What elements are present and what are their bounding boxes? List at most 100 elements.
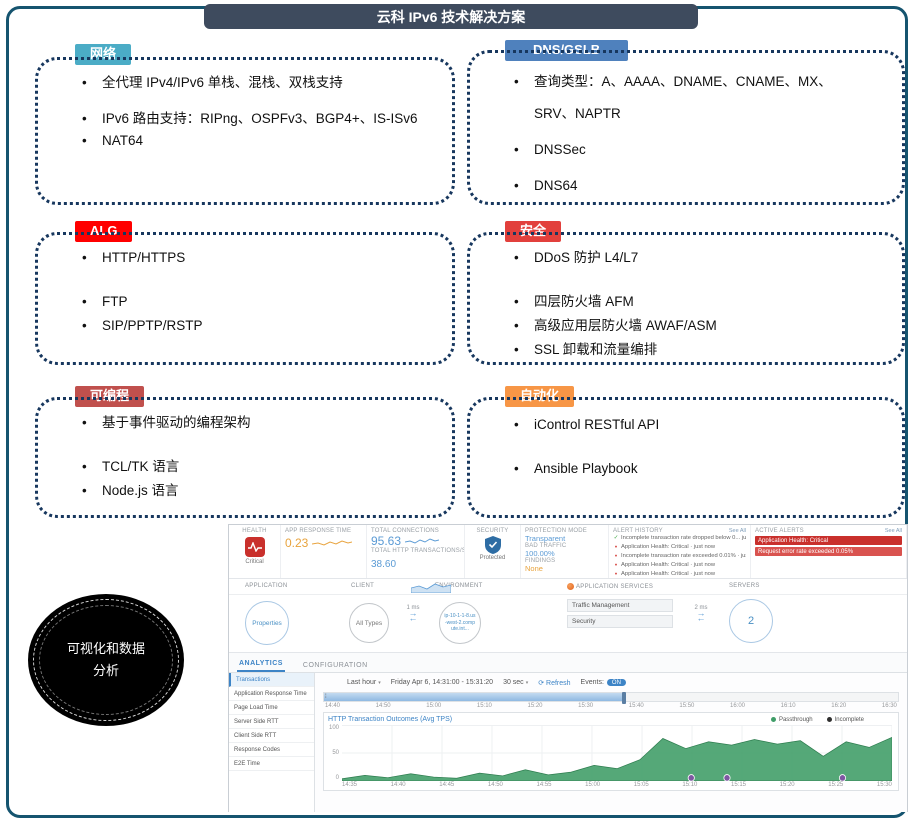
tps-area-chart <box>342 725 892 781</box>
connections-sparkline <box>405 538 440 544</box>
feature-box-network: •全代理 IPv4/IPv6 单栈、混栈、双栈支持 •IPv6 路由支持：RIP… <box>35 57 455 205</box>
bullet-icon: • <box>514 294 519 309</box>
active-alert-banner: Application Health: Critical <box>755 536 902 545</box>
service-row-traffic-management[interactable]: Traffic Management <box>567 599 673 612</box>
alert-history-item: ●Application Health: Critical · just now <box>614 561 716 568</box>
shield-icon <box>484 536 501 554</box>
chart-legend: Passthrough Incomplete <box>770 717 864 723</box>
events-control: Events:ON <box>581 679 626 686</box>
event-markers[interactable] <box>687 774 847 781</box>
scrubber-left-grip[interactable]: ⁞ <box>325 694 327 700</box>
service-row-security[interactable]: Security <box>567 615 673 628</box>
feature-item: •iControl RESTful API <box>512 415 886 435</box>
see-all-link[interactable]: See All <box>728 528 746 534</box>
tps-chart-panel: HTTP Transaction Outcomes (Avg TPS) Pass… <box>323 712 899 791</box>
legend-passthrough[interactable]: Passthrough <box>770 717 813 723</box>
feature-item: •基于事件驱动的编程架构 <box>80 413 436 433</box>
feature-item: •DNS64 <box>512 170 862 202</box>
time-range-select[interactable]: Last hour▾ <box>347 679 381 686</box>
timeline-scrubber[interactable]: ⁞ <box>323 692 899 704</box>
feature-box-automation: •iControl RESTful API •Ansible Playbook <box>467 397 905 518</box>
analytics-content: Last hour▾ Friday Apr 6, 14:31:00 - 15:3… <box>315 673 907 812</box>
active-alerts: ACTIVE ALERTS See All Application Health… <box>751 525 907 578</box>
feature-item: •FTP <box>80 292 436 312</box>
connections-value: 95.63 <box>371 534 402 548</box>
feature-item: •Node.js 语言 <box>80 481 436 501</box>
chevron-down-icon: ▾ <box>378 680 381 686</box>
check-icon: ✓ <box>613 535 619 541</box>
latency-label: 2 ms <box>694 605 708 611</box>
alert-history-item: ✓Incomplete transaction rate dropped bel… <box>613 535 746 541</box>
feature-item: •SSL 卸载和流量编排 <box>512 340 886 360</box>
tab-configuration[interactable]: CONFIGURATION <box>302 662 368 669</box>
feature-item: •IPv6 路由支持：RIPng、OSPFv3、BGP4+、IS-ISv6 <box>80 109 436 129</box>
scrubber-selected-range <box>324 693 623 701</box>
protection-metric: PROTECTION MODE Transparent BAD TRAFFIC … <box>521 525 609 578</box>
interval-select[interactable]: 30 sec▾ <box>503 679 529 686</box>
sidebar-item-client-side-rtt[interactable]: Client Side RTT <box>229 729 314 743</box>
see-all-link[interactable]: See All <box>884 528 902 534</box>
alert-dot-icon: ● <box>614 570 618 576</box>
bullet-icon: • <box>82 459 87 474</box>
security-metric: SECURITY Protected <box>465 525 521 578</box>
visualization-ellipse: 可视化和数据分析 <box>28 594 184 726</box>
dashboard-tabs: ANALYTICS CONFIGURATION <box>229 653 907 673</box>
scrubber-handle[interactable] <box>622 692 627 704</box>
health-status: Critical <box>245 559 264 565</box>
passthrough-area <box>342 736 892 781</box>
page-title: 云科 IPv6 技术解决方案 <box>204 4 698 29</box>
bullet-icon: • <box>514 461 519 476</box>
application-column-label: APPLICATION <box>245 583 288 589</box>
bullet-icon: • <box>82 75 87 90</box>
environment-sparkline <box>411 583 451 593</box>
feature-item: •NAT64 <box>80 131 436 151</box>
feature-item: •TCL/TK 语言 <box>80 457 436 477</box>
http-transactions-value: 38.60 <box>371 559 397 570</box>
date-range-label: Friday Apr 6, 14:31:00 - 15:31:20 <box>390 679 494 686</box>
servers-node[interactable]: 2 <box>729 599 773 643</box>
incomplete-legend-dot <box>826 717 832 722</box>
ellipse-label: 可视化和数据分析 <box>66 640 145 678</box>
active-alert-banner: Request error rate exceeded 0.05% <box>755 547 902 556</box>
feature-box-programmable: •基于事件驱动的编程架构 •TCL/TK 语言 •Node.js 语言 <box>35 397 455 518</box>
bad-traffic-value: 100.00% <box>525 549 555 558</box>
refresh-button[interactable]: ⟳ Refresh <box>538 679 571 687</box>
alert-history-item: ●Application Health: Critical · just now <box>614 570 716 577</box>
events-toggle[interactable]: ON <box>606 679 626 686</box>
arrow-left-icon: ← <box>696 613 706 623</box>
feature-item: •查询类型：A、AAAA、DNAME、CNAME、MX、SRV、NAPTR <box>512 66 862 130</box>
alert-dot-icon: ● <box>614 543 618 549</box>
alert-history-item: ●Incomplete transaction rate exceeded 0.… <box>614 552 746 559</box>
services-servers-link: 2 ms → ← <box>679 605 723 623</box>
bullet-icon: • <box>514 142 519 157</box>
sidebar-item-response-codes[interactable]: Response Codes <box>229 743 314 757</box>
chart-title: HTTP Transaction Outcomes (Avg TPS) <box>328 716 453 723</box>
alert-dot-icon: ● <box>614 561 618 567</box>
bullet-icon: • <box>514 178 519 193</box>
f5-icon <box>567 583 574 590</box>
arrow-right-icon: → <box>696 608 706 618</box>
tab-analytics[interactable]: ANALYTICS <box>237 657 285 672</box>
arrow-right-icon: → <box>408 608 418 618</box>
client-env-link: 1 ms → ← <box>391 605 435 623</box>
sidebar-item-e2e-time[interactable]: E2E Time <box>229 757 314 771</box>
sidebar-item-transactions[interactable]: Transactions <box>229 673 314 687</box>
feature-box-alg: •HTTP/HTTPS •FTP •SIP/PPTP/RSTP <box>35 232 455 365</box>
bullet-icon: • <box>514 318 519 333</box>
feature-item: •高级应用层防火墙 AWAF/ASM <box>512 316 886 336</box>
app-response-time-metric: APP RESPONSE TIME 0.23 <box>281 525 367 578</box>
application-properties-node[interactable]: Properties <box>245 601 289 645</box>
security-status: Protected <box>479 555 506 561</box>
client-node[interactable]: All Types <box>349 603 389 643</box>
sidebar-item-page-load-time[interactable]: Page Load Time <box>229 701 314 715</box>
client-column-label: CLIENT <box>351 583 375 589</box>
environment-node[interactable]: ip-10-1-1-8.us-west-2.compute.int... <box>439 602 481 644</box>
legend-incomplete[interactable]: Incomplete <box>826 717 864 723</box>
sidebar-item-server-side-rtt[interactable]: Server Side RTT <box>229 715 314 729</box>
sidebar-item-application-response-time[interactable]: Application Response Time <box>229 687 314 701</box>
protection-mode-value: Transparent <box>525 534 566 543</box>
feature-item: •SIP/PPTP/RSTP <box>80 316 436 336</box>
